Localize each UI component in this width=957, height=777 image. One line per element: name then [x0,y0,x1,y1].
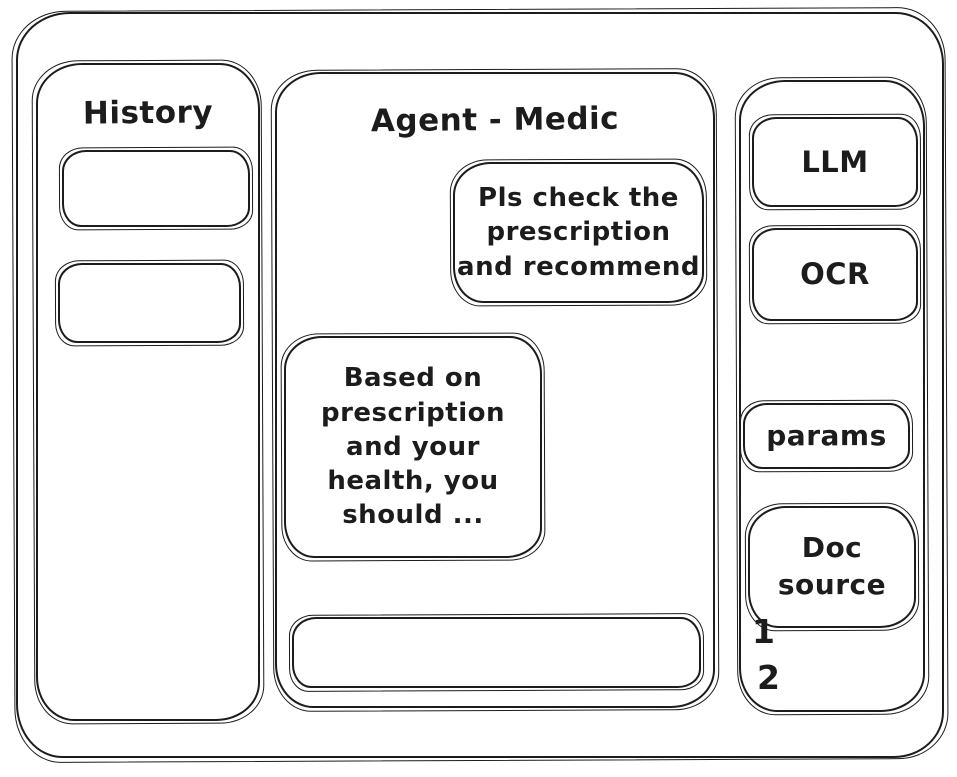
params-button-label: params [766,418,887,452]
ocr-button[interactable]: OCR [752,228,918,321]
history-title: History [82,94,214,132]
chat-title: Agent - Medic [370,100,620,140]
params-button[interactable]: params [743,403,910,469]
chat-message-user: Pls check the prescription and recommend [453,162,704,303]
history-item[interactable] [58,263,241,343]
history-item[interactable] [62,150,250,227]
llm-button[interactable]: LLM [752,117,918,207]
llm-button-label: LLM [801,144,869,179]
chat-message-assistant: Based on prescription and your health, y… [284,336,542,558]
doc-source-item-1[interactable]: 1 [752,612,776,651]
doc-source-item-2[interactable]: 2 [757,658,781,697]
doc-source-button-label: Doc source [777,531,887,601]
chat-message-user-text: Pls check the prescription and recommend [457,183,700,282]
chat-message-assistant-text: Based on prescription and your health, y… [320,363,505,531]
chat-input[interactable] [292,617,701,688]
doc-source-button[interactable]: Doc source [748,506,916,628]
ocr-button-label: OCR [800,257,870,292]
